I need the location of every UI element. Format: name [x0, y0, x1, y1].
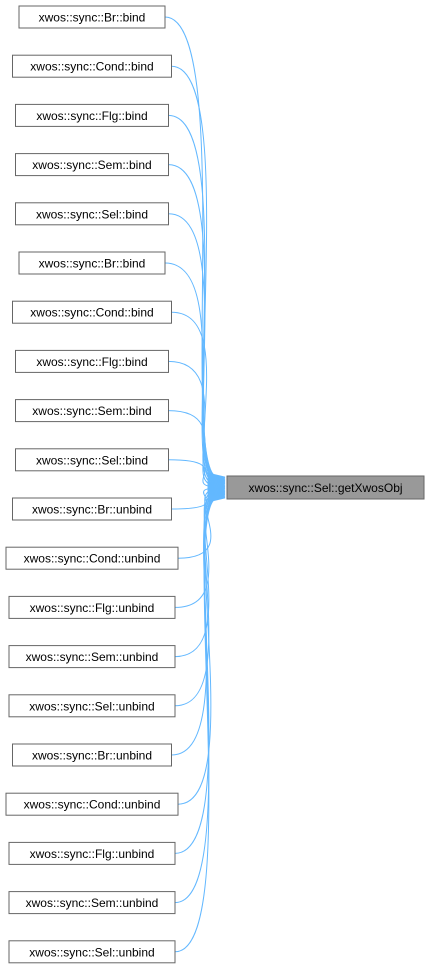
caller-node-label: xwos::sync::Flg::unbind [30, 601, 155, 615]
caller-node-box [12, 54, 172, 78]
call-edge [174, 490, 219, 658]
caller-node-box [12, 497, 172, 521]
caller-node-label: xwos::sync::Cond::bind [30, 306, 153, 320]
caller-node-box [8, 940, 176, 964]
call-edge [171, 65, 219, 479]
call-edge [171, 311, 219, 485]
call-edge [174, 495, 219, 854]
call-edge [174, 497, 219, 953]
call-edge [168, 164, 219, 481]
caller-node-box [15, 153, 169, 177]
caller-node-label: xwos::sync::Sem::unbind [26, 896, 159, 910]
caller-node-box [18, 5, 166, 29]
call-edge [168, 213, 219, 482]
caller-node-box [15, 202, 169, 226]
call-edge [168, 360, 219, 486]
caller-node-box [15, 103, 169, 127]
caller-node-xwos-sync-br-bind[interactable]: xwos::sync::Br::bind [18, 5, 166, 29]
call-edge [174, 496, 219, 904]
caller-node-xwos-sync-cond-bind[interactable]: xwos::sync::Cond::bind [12, 300, 172, 324]
caller-node-label: xwos::sync::Sel::bind [36, 453, 148, 467]
caller-node-label: xwos::sync::Br::unbind [32, 749, 152, 763]
caller-node-label: xwos::sync::Br::bind [39, 257, 146, 271]
caller-node-xwos-sync-flg-unbind[interactable]: xwos::sync::Flg::unbind [8, 841, 176, 865]
caller-node-xwos-sync-sem-unbind[interactable]: xwos::sync::Sem::unbind [8, 645, 176, 669]
caller-node-label: xwos::sync::Flg::bind [36, 109, 147, 123]
nodes-layer: xwos::sync::Br::bindxwos::sync::Cond::bi… [5, 5, 179, 964]
caller-node-label: xwos::sync::Flg::bind [36, 355, 147, 369]
caller-node-box [8, 694, 176, 718]
caller-node-xwos-sync-sem-bind[interactable]: xwos::sync::Sem::bind [15, 399, 169, 423]
arrowhead [207, 493, 226, 503]
call-edge [177, 494, 219, 805]
caller-node-label: xwos::sync::Cond::unbind [24, 552, 161, 566]
call-edge [174, 491, 219, 707]
caller-node-xwos-sync-sem-bind[interactable]: xwos::sync::Sem::bind [15, 153, 169, 177]
caller-node-xwos-sync-br-unbind[interactable]: xwos::sync::Br::unbind [12, 497, 172, 521]
caller-node-box [12, 300, 172, 324]
caller-node-xwos-sync-sel-unbind[interactable]: xwos::sync::Sel::unbind [8, 940, 176, 964]
caller-node-box [8, 841, 176, 865]
caller-node-label: xwos::sync::Sem::bind [32, 158, 151, 172]
caller-node-label: xwos::sync::Sel::unbind [29, 945, 154, 959]
caller-node-box [15, 349, 169, 373]
caller-node-xwos-sync-sel-bind[interactable]: xwos::sync::Sel::bind [15, 202, 169, 226]
target-node-label: xwos::sync::Sel::getXwosObj [248, 481, 402, 495]
caller-node-label: xwos::sync::Cond::bind [30, 60, 153, 74]
target-node-box [226, 475, 425, 500]
caller-node-box [15, 399, 169, 423]
caller-node-box [8, 645, 176, 669]
caller-node-xwos-sync-br-unbind[interactable]: xwos::sync::Br::unbind [12, 743, 172, 767]
caller-node-xwos-sync-sel-unbind[interactable]: xwos::sync::Sel::unbind [8, 694, 176, 718]
caller-node-xwos-sync-cond-unbind[interactable]: xwos::sync::Cond::unbind [5, 546, 179, 570]
caller-node-label: xwos::sync::Br::unbind [32, 503, 152, 517]
caller-node-box [12, 743, 172, 767]
target-node[interactable]: xwos::sync::Sel::getXwosObj [226, 475, 425, 500]
caller-node-xwos-sync-sem-unbind[interactable]: xwos::sync::Sem::unbind [8, 891, 176, 915]
caller-node-label: xwos::sync::Sem::unbind [26, 650, 159, 664]
caller-node-box [5, 546, 179, 570]
caller-node-xwos-sync-br-bind[interactable]: xwos::sync::Br::bind [18, 251, 166, 275]
caller-node-box [18, 251, 166, 275]
caller-node-label: xwos::sync::Flg::unbind [30, 847, 155, 861]
call-edge [168, 114, 219, 480]
caller-node-label: xwos::sync::Br::bind [39, 11, 146, 25]
call-edge [164, 16, 219, 478]
caller-node-xwos-sync-flg-bind[interactable]: xwos::sync::Flg::bind [15, 103, 169, 127]
caller-node-xwos-sync-cond-bind[interactable]: xwos::sync::Cond::bind [12, 54, 172, 78]
caller-node-label: xwos::sync::Sel::bind [36, 207, 148, 221]
caller-node-xwos-sync-flg-bind[interactable]: xwos::sync::Flg::bind [15, 349, 169, 373]
caller-node-box [15, 448, 169, 472]
caller-node-xwos-sync-sel-bind[interactable]: xwos::sync::Sel::bind [15, 448, 169, 472]
caller-node-xwos-sync-flg-unbind[interactable]: xwos::sync::Flg::unbind [8, 595, 176, 619]
caller-node-box [8, 891, 176, 915]
caller-node-xwos-sync-cond-unbind[interactable]: xwos::sync::Cond::unbind [5, 792, 179, 816]
edges-layer [164, 16, 226, 953]
caller-node-label: xwos::sync::Sem::bind [32, 404, 151, 418]
caller-node-label: xwos::sync::Cond::unbind [24, 798, 161, 812]
caller-node-box [5, 792, 179, 816]
call-edge [164, 262, 219, 484]
caller-node-box [8, 595, 176, 619]
caller-node-label: xwos::sync::Sel::unbind [29, 699, 154, 713]
